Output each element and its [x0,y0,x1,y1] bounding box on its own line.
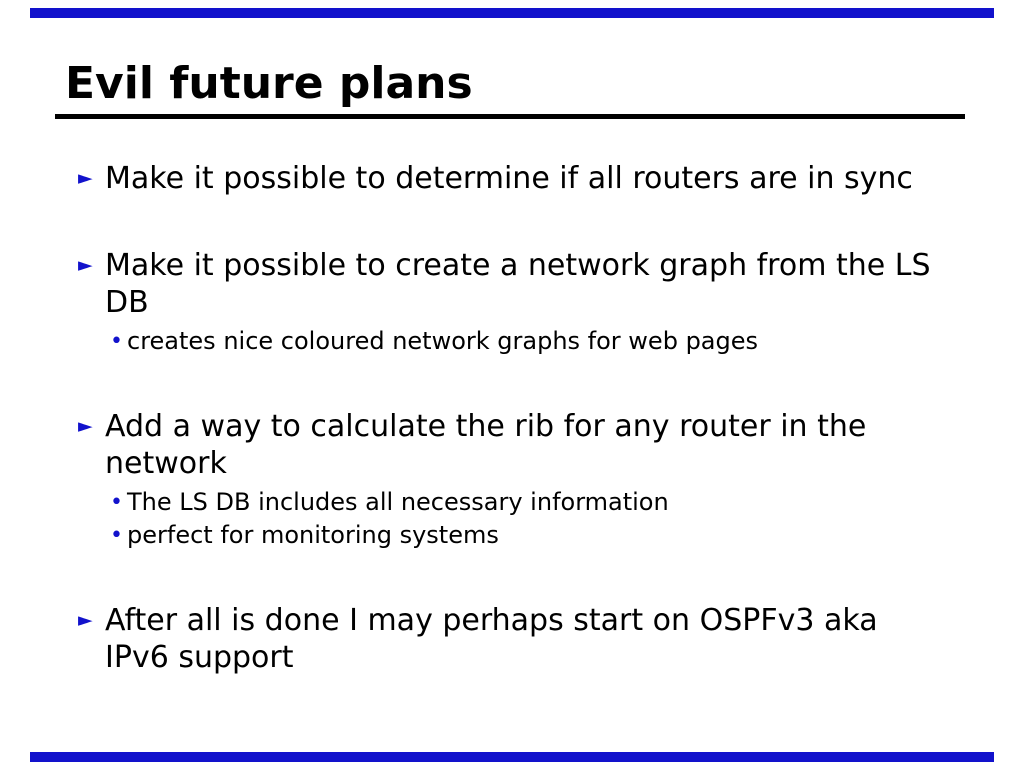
bullet-dot-icon: • [110,490,123,515]
bullet-item: ► Make it possible to create a network g… [78,247,940,358]
bullet-text: After all is done I may perhaps start on… [105,603,878,675]
sub-bullet-item: • creates nice coloured network graphs f… [105,325,940,358]
bullet-text: Add a way to calculate the rib for any r… [105,409,867,481]
bullet-text: Make it possible to create a network gra… [105,248,931,320]
sub-bullet-item: • perfect for monitoring systems [105,519,940,552]
title-underline-rule [55,114,965,119]
bullet-item: ► After all is done I may perhaps start … [78,602,940,676]
slide-body: ► Make it possible to determine if all r… [78,160,940,726]
bullet-triangle-icon: ► [78,254,93,276]
sub-bullet-text: creates nice coloured network graphs for… [127,327,759,355]
sub-bullet-text: The LS DB includes all necessary informa… [127,488,669,516]
bullet-dot-icon: • [110,329,123,354]
bullet-triangle-icon: ► [78,167,93,189]
bullet-item: ► Add a way to calculate the rib for any… [78,408,940,552]
bullet-item: ► Make it possible to determine if all r… [78,160,940,197]
bottom-accent-bar [30,752,994,762]
top-accent-bar [30,8,994,18]
bullet-triangle-icon: ► [78,415,93,437]
bullet-text: Make it possible to determine if all rou… [105,161,913,196]
sub-bullet-text: perfect for monitoring systems [127,521,499,549]
sub-bullet-item: • The LS DB includes all necessary infor… [105,486,940,519]
sub-bullet-list: • The LS DB includes all necessary infor… [105,486,940,552]
bullet-triangle-icon: ► [78,609,93,631]
sub-bullet-list: • creates nice coloured network graphs f… [105,325,940,358]
bullet-dot-icon: • [110,523,123,548]
slide-title: Evil future plans [65,58,473,109]
